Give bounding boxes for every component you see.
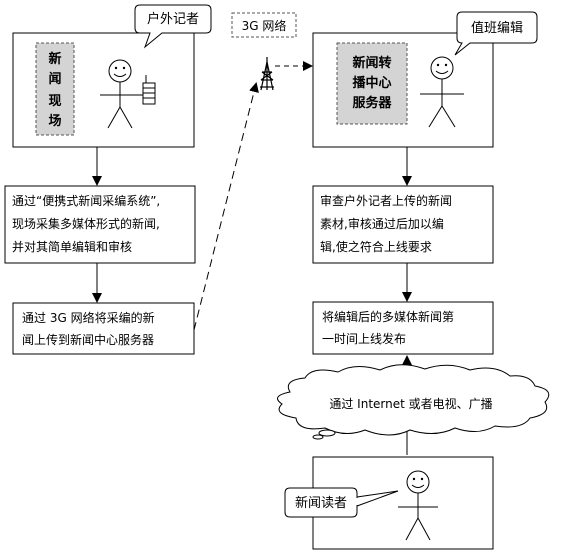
svg-text:现场采集多媒体形式的新闻,: 现场采集多媒体形式的新闻, bbox=[12, 216, 160, 231]
network-label: 3G 网络 bbox=[242, 18, 287, 33]
antenna-tower-icon bbox=[260, 57, 274, 91]
svg-text:一时间上线发布: 一时间上线发布 bbox=[322, 331, 406, 346]
server-label: 新闻转 播中心 服务器 bbox=[352, 55, 392, 111]
svg-text:通过“便携式新闻采编系统”,: 通过“便携式新闻采编系统”, bbox=[12, 193, 160, 208]
server-box bbox=[336, 42, 408, 125]
editor-callout-bubble bbox=[454, 11, 538, 56]
cloud-tail-bubbles bbox=[312, 429, 336, 440]
svg-text:素材,审核通过后加以编: 素材,审核通过后加以编 bbox=[320, 216, 444, 231]
step-right-1-text: 审查户外记者上传的新闻 素材,审核通过后加以编 辑,使之符合上线要求 bbox=[320, 193, 452, 254]
step-left-1-text: 通过“便携式新闻采编系统”, 现场采集多媒体形式的新闻, 并对其简单编辑和审核 bbox=[12, 193, 160, 254]
svg-text:场: 场 bbox=[48, 114, 61, 129]
reader-callout-bubble bbox=[284, 487, 399, 518]
svg-text:闻上传到新闻中心服务器: 闻上传到新闻中心服务器 bbox=[22, 332, 154, 347]
svg-text:通过 3G 网络将采编的新: 通过 3G 网络将采编的新 bbox=[22, 310, 155, 325]
svg-text:并对其简单编辑和审核: 并对其简单编辑和审核 bbox=[12, 239, 132, 254]
editor-figure-icon bbox=[420, 56, 464, 128]
svg-text:现: 现 bbox=[48, 94, 61, 109]
step-right-1-box bbox=[312, 185, 494, 264]
news-scene-box bbox=[35, 42, 75, 136]
cloud-label: 通过 Internet 或者电视、广播 bbox=[329, 396, 492, 411]
svg-text:新: 新 bbox=[48, 51, 61, 67]
reporter-figure-icon bbox=[100, 59, 145, 129]
reader-callout-text: 新闻读者 bbox=[295, 495, 347, 511]
step-right-2-box bbox=[312, 301, 494, 355]
svg-text:新闻转: 新闻转 bbox=[352, 55, 391, 71]
upload-dashed-line bbox=[193, 82, 259, 331]
svg-text:审查户外记者上传的新闻: 审查户外记者上传的新闻 bbox=[320, 193, 452, 208]
reader-figure-icon bbox=[398, 470, 438, 541]
step-left-2-text: 通过 3G 网络将采编的新 闻上传到新闻中心服务器 bbox=[22, 310, 155, 347]
news-scene-label: 新 闻 现 场 bbox=[48, 51, 61, 129]
network-label-box bbox=[231, 12, 297, 38]
step-left-1-box bbox=[4, 185, 196, 264]
svg-text:服务器: 服务器 bbox=[352, 95, 392, 111]
svg-text:播中心: 播中心 bbox=[352, 75, 391, 91]
distribution-cloud bbox=[277, 364, 550, 436]
svg-text:将编辑后的多媒体新闻第: 将编辑后的多媒体新闻第 bbox=[322, 309, 454, 324]
reporter-callout-bubble bbox=[134, 4, 212, 49]
svg-text:辑,使之符合上线要求: 辑,使之符合上线要求 bbox=[320, 239, 432, 254]
svg-text:闻: 闻 bbox=[48, 72, 61, 87]
portable-device-icon bbox=[142, 75, 156, 105]
reporter-callout-text: 户外记者 bbox=[147, 11, 199, 27]
editor-callout-text: 值班编辑 bbox=[471, 20, 523, 36]
step-right-2-text: 将编辑后的多媒体新闻第 一时间上线发布 bbox=[322, 309, 454, 346]
